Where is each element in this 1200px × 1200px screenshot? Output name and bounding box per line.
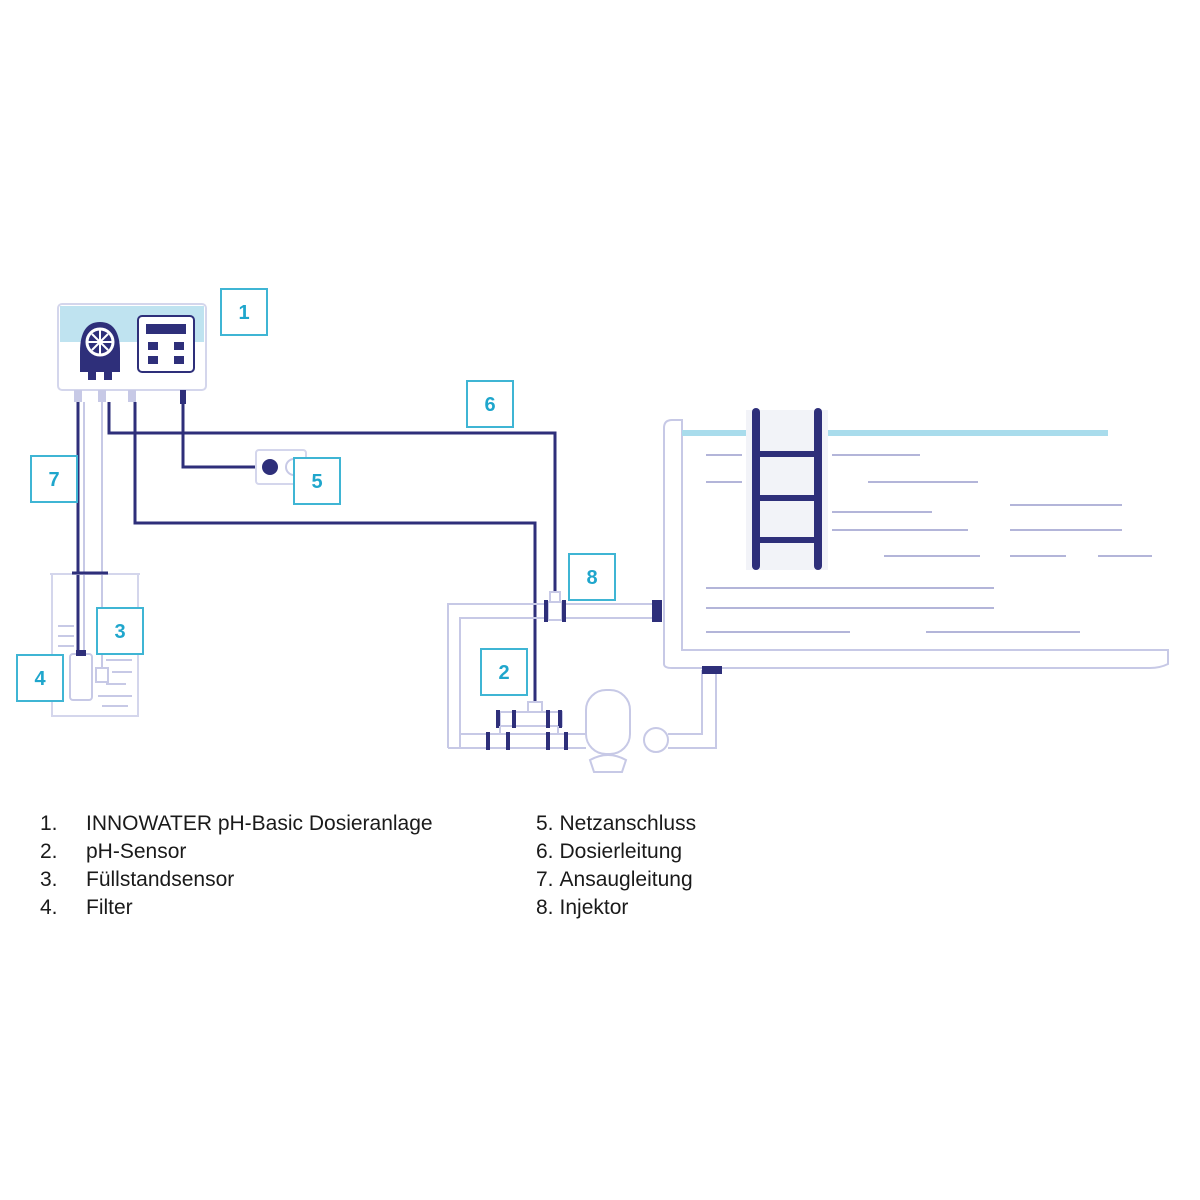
callout-4: 4	[16, 654, 64, 702]
callout-2: 2	[480, 648, 528, 696]
plug-icon	[262, 459, 278, 475]
svg-text:2: 2	[498, 662, 509, 684]
callout-7: 7	[30, 455, 78, 503]
callout-6: 6	[466, 380, 514, 428]
display-screen	[146, 324, 186, 334]
legend-item: 7. Ansaugleitung	[536, 868, 693, 891]
svg-text:1: 1	[238, 302, 249, 324]
dosing-unit	[57, 303, 207, 404]
ph-sensor-cable	[133, 402, 537, 705]
drain-fitting	[702, 666, 722, 674]
dosing-line	[107, 402, 557, 600]
pool	[652, 408, 1169, 674]
legend-left: 1. INNOWATER pH-Basic Dosieranlage 2. pH…	[40, 810, 433, 922]
legend-right: 5. Netzanschluss 6. Dosierleitung 7. Ans…	[536, 810, 696, 922]
legend-item: 2. pH-Sensor	[40, 840, 187, 863]
svg-text:7: 7	[48, 469, 59, 491]
circulation-pump	[585, 689, 669, 773]
callout-5: 5	[293, 457, 341, 505]
legend-item: 5. Netzanschluss	[536, 812, 697, 835]
legend-item: 3. Füllstandsensor	[40, 868, 235, 891]
filter-icon	[69, 653, 93, 701]
svg-text:6: 6	[484, 394, 495, 416]
legend-item: 6. Dosierleitung	[536, 840, 683, 863]
ladder-icon	[752, 408, 822, 570]
svg-text:8: 8	[586, 567, 597, 589]
callout-3: 3	[96, 607, 144, 655]
legend-item: 1. INNOWATER pH-Basic Dosieranlage	[40, 812, 433, 835]
svg-text:5: 5	[311, 471, 322, 493]
pool-pipework	[447, 603, 717, 749]
svg-text:4: 4	[34, 668, 46, 690]
level-sensor-icon	[95, 667, 109, 683]
callout-8: 8	[568, 553, 616, 601]
legend-item: 4. Filter	[40, 896, 133, 919]
callout-1: 1	[220, 288, 268, 336]
injector	[544, 591, 566, 622]
svg-text:3: 3	[114, 621, 125, 643]
legend-item: 8. Injektor	[536, 896, 629, 919]
power-cable	[181, 402, 262, 469]
ph-sensor-fitting	[486, 701, 568, 750]
inlet-nozzle	[652, 600, 662, 622]
